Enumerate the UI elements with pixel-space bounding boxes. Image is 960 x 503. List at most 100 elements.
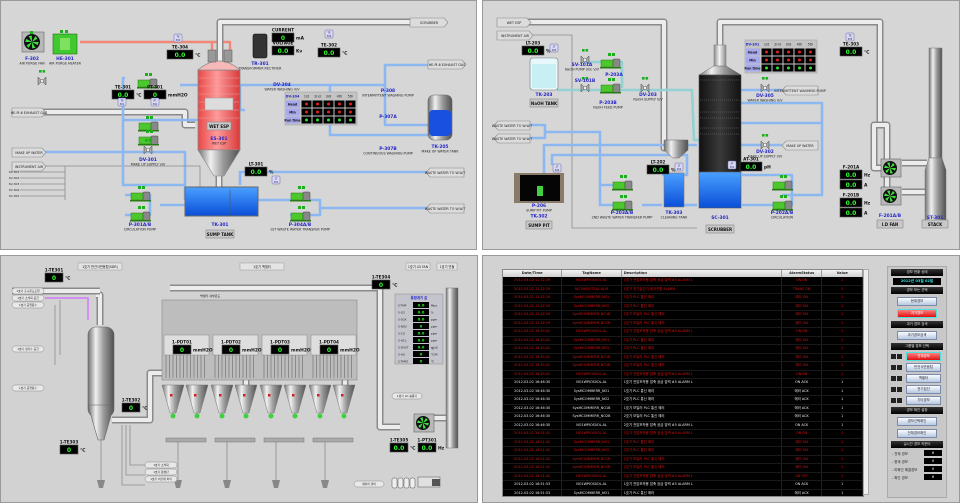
column-header-value[interactable]: Value [822, 270, 863, 277]
rotary-valve[interactable] [292, 413, 298, 419]
pump[interactable] [137, 73, 158, 89]
transmitter-icon[interactable] [173, 33, 183, 43]
pump[interactable] [772, 195, 793, 211]
transmitter-icon[interactable] [845, 32, 855, 42]
stream-connector[interactable] [425, 167, 465, 178]
valve[interactable] [640, 77, 650, 93]
group-checkbox[interactable] [897, 365, 902, 370]
transmitter-icon[interactable] [549, 43, 559, 53]
nav-button[interactable] [405, 262, 431, 271]
rotary-valve[interactable] [341, 413, 347, 419]
fan[interactable] [21, 31, 45, 53]
current-alarm-button[interactable]: 현재경보 [897, 297, 937, 306]
pump[interactable] [600, 78, 621, 94]
stream-connector[interactable] [496, 17, 532, 28]
alarm-table-scrollbar[interactable] [863, 269, 869, 495]
pump[interactable] [130, 206, 151, 222]
confirm-all-button[interactable]: 전체경보확인 [897, 429, 937, 438]
group-checkbox[interactable] [891, 387, 896, 392]
rotary-valve[interactable] [170, 413, 176, 419]
stream-connector[interactable] [11, 161, 47, 172]
valve[interactable] [580, 49, 590, 65]
transmitter-icon[interactable] [727, 160, 737, 170]
pump[interactable] [600, 53, 621, 69]
group-button[interactable]: 반건식반응탑 [906, 363, 941, 372]
group-checkbox[interactable] [897, 354, 902, 359]
group-checkbox[interactable] [891, 398, 896, 403]
inlet-connector[interactable] [11, 301, 45, 309]
group-checkbox[interactable] [897, 398, 902, 403]
stream-connector[interactable] [781, 140, 819, 151]
rotary-valve[interactable] [243, 413, 249, 419]
past-alarm-search-button[interactable]: 과거경보검색 [897, 331, 937, 340]
stream-connector[interactable] [11, 107, 47, 118]
fan[interactable] [880, 186, 902, 206]
stream-connector[interactable] [409, 17, 449, 28]
pump[interactable] [130, 186, 151, 202]
transmitter-icon[interactable] [674, 162, 684, 172]
stream-connector[interactable] [493, 133, 531, 144]
column-header-description[interactable]: Description [622, 270, 782, 277]
inlet-connector[interactable] [11, 294, 45, 302]
group-button[interactable]: 전체경보 [906, 352, 941, 361]
column-header-alarm-status[interactable]: AlarmStatus [782, 270, 823, 277]
past-alarm-button[interactable]: 과거경보 [897, 309, 937, 318]
outlet-connector[interactable] [144, 461, 178, 469]
pump[interactable] [290, 206, 311, 222]
group-checkbox[interactable] [891, 365, 896, 370]
outlet-connector[interactable] [353, 480, 385, 488]
outlet-connector[interactable] [144, 475, 178, 483]
group-button[interactable]: 전기집진 [906, 385, 941, 394]
group-checkbox[interactable] [897, 387, 902, 392]
fan[interactable] [413, 413, 435, 433]
valve[interactable] [760, 134, 770, 150]
outlet-connector[interactable] [391, 392, 423, 400]
fan[interactable] [880, 158, 902, 178]
pump[interactable] [612, 175, 633, 191]
valve[interactable] [580, 77, 590, 93]
transmitter-icon[interactable] [150, 97, 160, 107]
confirm-selected-button[interactable]: 경보선택확인 [897, 417, 937, 426]
nav-button[interactable] [436, 262, 458, 271]
stream-connector[interactable] [493, 120, 531, 131]
rotary-valve[interactable] [194, 413, 200, 419]
pump[interactable] [290, 186, 311, 202]
rotary-valve[interactable] [317, 413, 323, 419]
inlet-connector[interactable] [11, 384, 45, 392]
rotary-valve[interactable] [219, 413, 225, 419]
column-header-datetime[interactable]: Date/Time [503, 270, 563, 277]
transmitter-icon[interactable] [117, 97, 127, 107]
group-checkbox[interactable] [891, 376, 896, 381]
valve[interactable] [37, 70, 47, 86]
group-checkbox[interactable] [891, 354, 896, 359]
stream-connector[interactable] [496, 30, 534, 41]
column-header-tagname[interactable]: TagName [562, 270, 622, 277]
rotary-valve[interactable] [268, 413, 274, 419]
pump[interactable] [612, 195, 633, 211]
group-button[interactable]: 기타경보 [906, 396, 941, 405]
group-checkbox[interactable] [897, 376, 902, 381]
nav-button[interactable] [77, 262, 123, 271]
valve[interactable] [143, 139, 153, 155]
